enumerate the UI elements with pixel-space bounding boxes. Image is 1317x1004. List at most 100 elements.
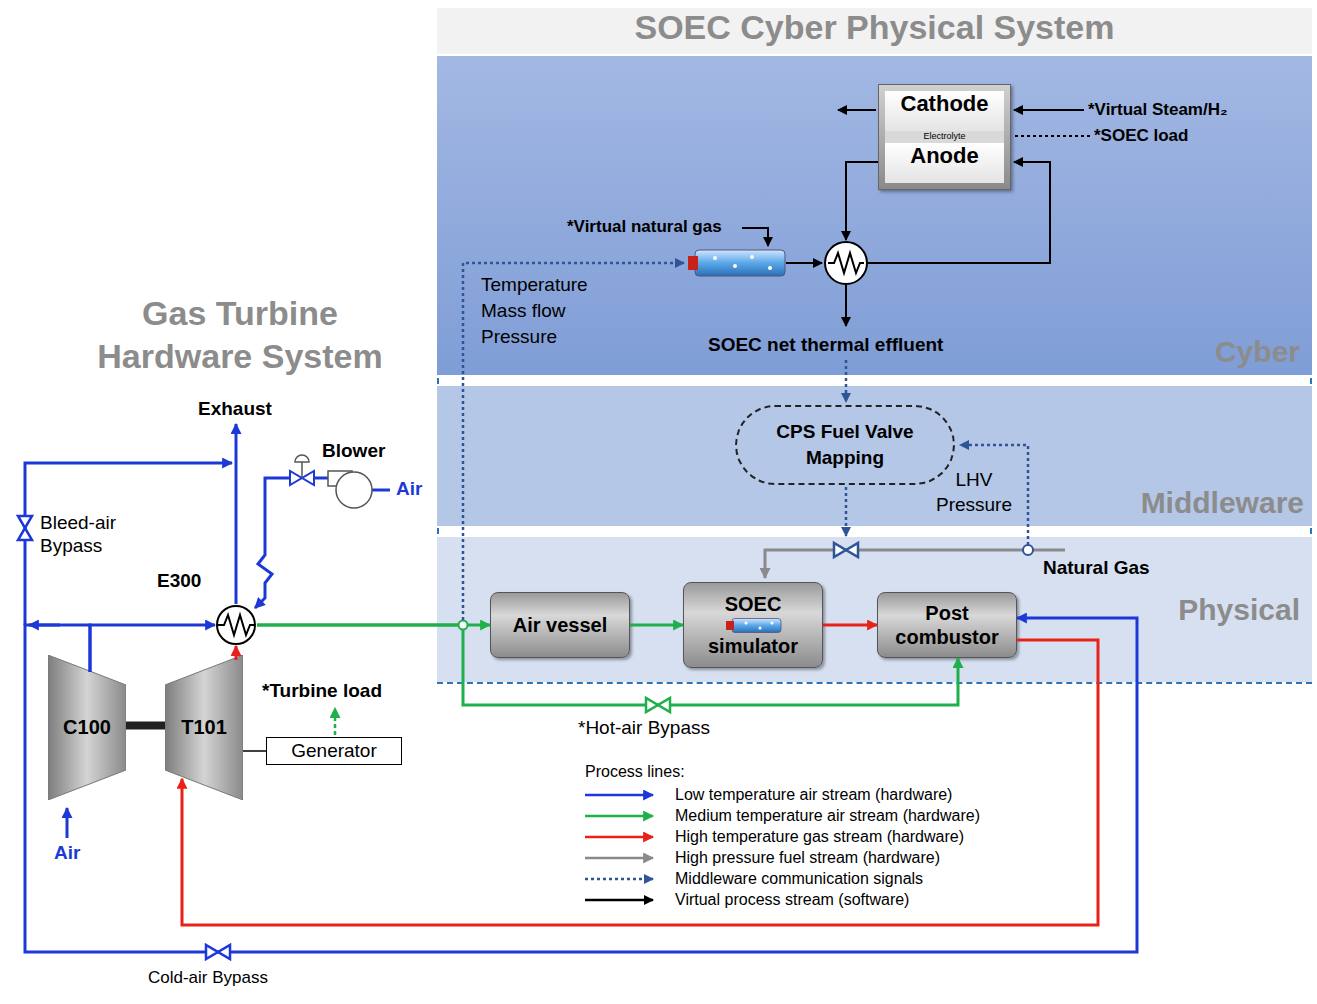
annotation-label: Bleed-air Bypass [40,512,140,558]
drawing-part [828,253,864,273]
drawing-part [742,228,768,246]
node-text: CPS Fuel Valve Mapping [751,419,939,470]
flow-connector [630,624,683,627]
legend-sample [583,848,663,868]
legend-line [585,794,653,797]
annotation-label: Air [396,478,422,500]
node-text: C100 [63,716,111,739]
fuel-valve [834,543,858,557]
node-text: Middleware [1141,486,1304,520]
legend-text: High pressure fuel stream (hardware) [675,849,940,867]
node-text: E300 [157,570,201,592]
drawing-part [688,256,698,270]
annotation-label: *Turbine load [262,680,382,702]
legend-sample [583,806,663,826]
drawing-part [217,606,255,644]
legend-text: Middleware communication signals [675,870,923,888]
annotation-label: Exhaust [198,398,272,420]
legend-sample [583,827,663,847]
annotation-label: Blower [322,440,385,462]
legend-text: Virtual process stream (software) [675,891,909,909]
drawing-part [235,424,238,604]
annotation-label: Temperature Mass flow Pressure [481,272,616,350]
drawing-part [295,455,309,462]
legend-line [585,836,653,839]
annotation-label: SOEC net thermal effluent [708,334,943,356]
drawing-part [845,487,848,536]
drawing-part [845,285,847,326]
drawing-part [25,463,232,625]
flow-connector [823,624,877,627]
drawing-part [726,621,734,630]
flow-connector [235,646,238,660]
generator-box: Generator [266,737,402,765]
drawing-part [66,808,69,838]
drawing-part [372,489,390,492]
annotation-label: Natural Gas [1043,557,1150,579]
fuel-line [765,550,1065,578]
legend-sample [583,785,663,805]
node-text: Generator [291,740,377,762]
turbine: T101 [165,655,243,800]
drawing-part [695,250,785,276]
annotation-label: LHV Pressure [926,468,1022,517]
flow-connector [126,722,165,730]
legend-sample [583,869,663,889]
heat-exchanger: E300 [215,604,257,646]
middleware-band: Middleware CPS Fuel Valve Mapping [437,386,1312,526]
drawing-part [48,655,126,800]
soec-stack: CathodeElectrolyteAnode [878,84,1011,190]
legend-sample [583,890,663,910]
low-temp-lines [25,424,390,838]
drawing-part [733,264,737,268]
drawing-part [867,162,1050,263]
node-text: Cyber [1215,335,1300,369]
virtual-heat-exchanger [825,242,867,284]
drawing-part [732,619,781,633]
blower-symbol [290,455,372,508]
process-box: Air vessel [490,592,630,658]
drawing-part [29,624,60,627]
node-text: Electrolyte [885,131,1004,143]
turbine-load-signal [334,708,337,735]
annotation-label: Air [54,842,80,864]
annotation-label: *SOEC load [1094,126,1188,146]
node-text: Post combustor [882,601,1012,649]
legend-text: Medium temperature air stream (hardware) [675,807,980,825]
middleware-signals [463,263,1028,620]
drawing-part [215,604,257,646]
drawing-part [838,109,876,111]
drawing-part [218,615,254,635]
legend-line [585,815,653,818]
flow-connector [257,625,958,705]
drawing-part [255,478,290,608]
drawing-part [301,462,303,478]
compressor: C100 [48,655,126,800]
annotation-label: Gas Turbine Hardware System [70,292,410,377]
physical-band: PhysicalAir vesselSOEC simulatorPost com… [437,537,1312,682]
edge-label: *Hot-air Bypass [578,717,710,739]
drawing-part [1014,135,1090,137]
virtual-streams [742,110,1090,326]
flow-connector [25,618,1137,952]
node-text: SOEC Cyber Physical System [437,8,1312,54]
drawing-part [768,266,772,270]
node-text: Cathode [885,91,1004,131]
legend-text: High temperature gas stream (hardware) [675,828,964,846]
node-text: Air vessel [513,614,608,637]
mapping-block: CPS Fuel Valve Mapping [735,405,955,485]
drawing-part [1014,109,1084,111]
fuel-sensor [1023,545,1033,555]
drawing-part [846,162,878,240]
edge-label: Cold-air Bypass [148,968,268,988]
node-text: T101 [181,716,227,739]
flow-connector [182,640,1098,925]
process-box: SOEC simulator [683,582,823,668]
legend-line [585,878,653,881]
bleed-valve [18,516,32,540]
legend-text: Low temperature air stream (hardware) [675,786,952,804]
flow-connector [243,750,266,752]
